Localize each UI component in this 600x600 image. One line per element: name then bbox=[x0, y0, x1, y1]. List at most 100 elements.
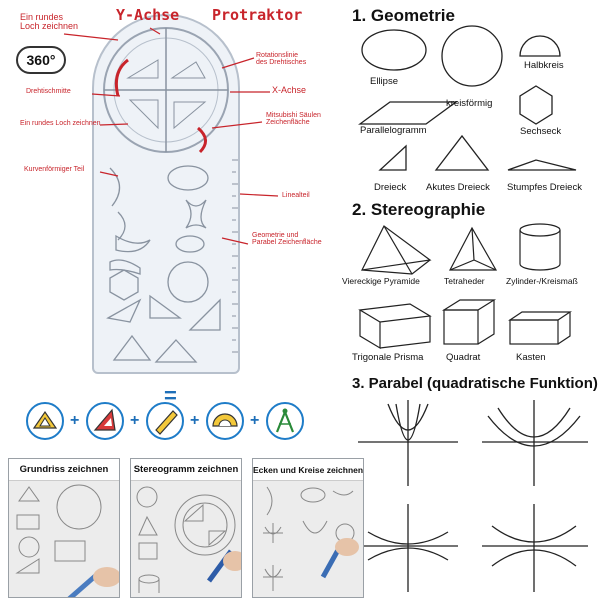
triangle-cutout bbox=[188, 298, 221, 331]
shape-label: Halbkreis bbox=[524, 60, 564, 71]
panel-title: Grundriss zeichnen bbox=[9, 459, 119, 481]
set-square-icon bbox=[26, 402, 64, 440]
star-cutout bbox=[185, 199, 207, 229]
triangle-cutout bbox=[149, 294, 182, 319]
shape-label: Stumpfes Dreieck bbox=[507, 182, 582, 193]
callout-y-axis: Y-Achse bbox=[116, 6, 180, 24]
usage-panel-stereogram: Stereogramm zeichnen bbox=[130, 458, 242, 598]
callout-line: Mitsubishi Säulen bbox=[266, 112, 321, 119]
parallelogram-cutout bbox=[106, 298, 142, 323]
disk-cutout bbox=[170, 61, 206, 79]
shape-label: Parallelogramm bbox=[360, 125, 427, 136]
shape-label: Trigonale Prisma bbox=[352, 352, 424, 363]
parabola-graph-upward-wide bbox=[482, 400, 588, 486]
rotation-arrow bbox=[196, 126, 207, 154]
panel-illustration bbox=[131, 481, 241, 597]
parabola-graph-opposing-wide bbox=[482, 504, 588, 592]
hexagon-cutout bbox=[109, 269, 139, 301]
callout-line: Zeichenfläche bbox=[266, 119, 310, 127]
shape-label: Sechseck bbox=[520, 126, 562, 137]
disk-cutout bbox=[128, 99, 159, 130]
cylinder-shape bbox=[519, 223, 561, 271]
plus-sign: + bbox=[130, 412, 140, 429]
box-shape bbox=[508, 311, 572, 345]
hexagon-shape bbox=[519, 85, 553, 125]
callout-pillar-area: Mitsubishi Säulen Zeichenfläche bbox=[266, 112, 321, 127]
plus-sign: + bbox=[70, 412, 80, 429]
tetrahedron-shape bbox=[449, 226, 498, 271]
triangle-ruler-icon bbox=[86, 402, 124, 440]
callout-leaders bbox=[63, 27, 279, 245]
disk-cutout bbox=[126, 59, 159, 79]
template-cutouts bbox=[106, 165, 221, 363]
equals-sign: = bbox=[164, 383, 177, 408]
callout-line: Ein rundes bbox=[20, 12, 64, 22]
callout-ruler-part: Linealteil bbox=[282, 192, 310, 199]
rotation-arrow bbox=[114, 58, 129, 97]
shape-label: Ellipse bbox=[370, 76, 398, 87]
shape-label: Quadrat bbox=[446, 352, 481, 363]
shape-label: Viereckige Pyramide bbox=[342, 276, 420, 286]
parallelogram-shape bbox=[358, 101, 458, 125]
section-title-geometrie: 1. Geometrie bbox=[352, 6, 455, 25]
ellipse-cutout bbox=[175, 235, 205, 253]
callout-turntable-center: Drehtischmitte bbox=[26, 88, 71, 95]
callout-x-axis: X-Achse bbox=[272, 85, 307, 95]
parabola-graph-upward-narrow bbox=[358, 400, 458, 486]
disk-cutout bbox=[173, 101, 207, 130]
parabola-graph-opposing bbox=[358, 504, 458, 592]
obtuse-triangle-shape bbox=[507, 159, 577, 171]
parabola-cutout bbox=[109, 259, 141, 275]
panel-title: Stereogramm zeichnen bbox=[131, 459, 241, 481]
curve-cutout bbox=[109, 167, 121, 207]
triangle-shape bbox=[378, 144, 407, 171]
triangle-cutout bbox=[112, 334, 152, 361]
ruler-scale bbox=[232, 159, 238, 353]
callout-protractor: Protraktor bbox=[212, 6, 303, 24]
compass-icon bbox=[266, 402, 304, 440]
shape-label: kreisförmig bbox=[446, 98, 493, 109]
callout-geometry-area: Geometrie und Parabel Zeichenfläche bbox=[252, 232, 322, 247]
callout-line: Parabel Zeichenfläche bbox=[252, 239, 322, 247]
shape-label: Akutes Dreieck bbox=[426, 182, 490, 193]
panel-illustration bbox=[9, 481, 119, 597]
panel-illustration bbox=[253, 481, 363, 597]
ellipse-shape bbox=[361, 29, 427, 71]
callout-curved-part: Kurvenförmiger Teil bbox=[24, 166, 85, 173]
section-title-parabel: 3. Parabel (quadratische Funktion) bbox=[352, 375, 598, 392]
parabola-graphs bbox=[358, 400, 588, 592]
callout-rotation-line: Rotationslinie des Drehtisches bbox=[256, 52, 306, 67]
panel-title: Ecken und Kreise zeichnen bbox=[253, 459, 363, 481]
callout-line: Loch zeichnen bbox=[20, 21, 79, 32]
protractor-icon bbox=[206, 402, 244, 440]
semicircle-shape bbox=[519, 35, 561, 57]
ellipse-cutout bbox=[167, 165, 209, 191]
plus-sign: + bbox=[250, 412, 260, 429]
cube-shape bbox=[441, 299, 497, 345]
callout-line: des Drehtisches bbox=[256, 59, 307, 67]
callout-line: Geometrie und bbox=[252, 232, 299, 239]
shape-label: Tetraheder bbox=[444, 276, 485, 286]
circle-shape bbox=[441, 25, 503, 87]
callout-line: Rotationslinie bbox=[256, 52, 299, 59]
shape-label: Zylinder-/Kreismaß bbox=[506, 276, 578, 286]
rotation-360-badge: 360° bbox=[16, 46, 66, 74]
triangle-cutout bbox=[154, 339, 198, 363]
shape-label: Dreieck bbox=[374, 182, 407, 193]
usage-panel-floor-plan: Grundriss zeichnen bbox=[8, 458, 120, 598]
prism-shape bbox=[358, 303, 432, 350]
usage-panel-corners-circles: Ecken und Kreise zeichnen bbox=[252, 458, 364, 598]
plus-sign: + bbox=[190, 412, 200, 429]
pyramid-shape bbox=[360, 225, 432, 275]
ruler-drawing bbox=[63, 27, 279, 363]
section-title-stereographie: 2. Stereographie bbox=[352, 200, 486, 219]
pencil-ruler-icon bbox=[146, 402, 184, 440]
shape-label: Kasten bbox=[516, 352, 546, 363]
circle-cutout bbox=[167, 261, 209, 303]
callout-round-hole-2: Ein rundes Loch zeichnen bbox=[20, 120, 101, 127]
acute-triangle-shape bbox=[434, 134, 490, 171]
lens-cutout bbox=[115, 234, 151, 253]
stereo-shapes bbox=[358, 223, 572, 350]
geometry-shapes bbox=[358, 25, 577, 171]
curve-cutout bbox=[117, 211, 126, 241]
